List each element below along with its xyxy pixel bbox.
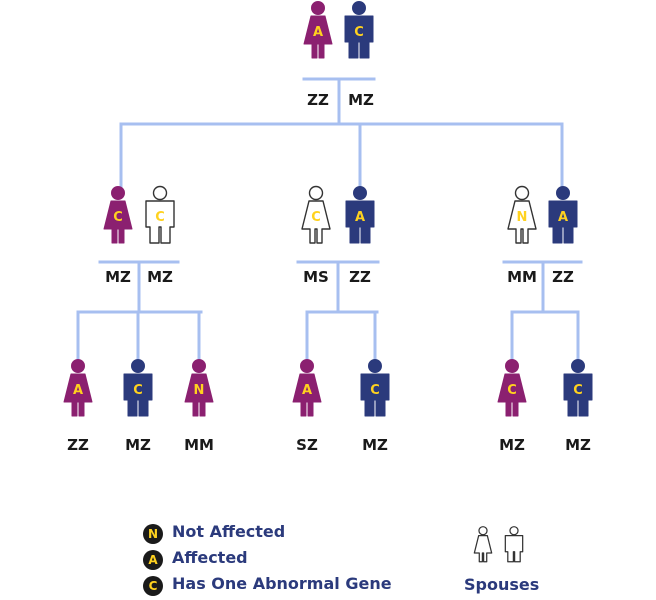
- male-body: [548, 200, 578, 244]
- genotype-child-0-0: ZZ: [67, 436, 89, 454]
- female-head: [505, 359, 519, 373]
- couple-male-1: A: [345, 186, 375, 244]
- legend-label-affected: Affected: [172, 548, 248, 567]
- child-0-2: N: [184, 359, 214, 417]
- genotype-couple-2-male: ZZ: [552, 268, 574, 286]
- status-letter: C: [507, 383, 517, 398]
- status-letter: A: [355, 210, 365, 225]
- status-letter: C: [155, 210, 165, 225]
- child-2-0: C: [497, 359, 527, 417]
- status-letter: A: [73, 383, 83, 398]
- female-head: [192, 359, 206, 373]
- legend-key-not-affected: N: [143, 524, 163, 544]
- root-female: A: [303, 1, 333, 59]
- child-0-1: C: [123, 359, 153, 417]
- spouse-female-1: C: [301, 185, 331, 244]
- male-body: [145, 200, 175, 244]
- status-letter: A: [558, 210, 568, 225]
- genotype-child-0-1: MZ: [125, 436, 151, 454]
- spouse-male-0: C: [145, 185, 175, 244]
- male-head: [368, 359, 382, 373]
- genotype-couple-0-male: MZ: [147, 268, 173, 286]
- male-body: [344, 15, 374, 59]
- male-body: [563, 373, 593, 417]
- legend-spouses-label: Spouses: [464, 575, 540, 594]
- female-head: [111, 186, 125, 200]
- female-body: [301, 200, 331, 244]
- genotype-child-1-1: MZ: [362, 436, 388, 454]
- status-letter: C: [573, 383, 583, 398]
- status-letter: N: [194, 383, 205, 398]
- child-1-0: A: [292, 359, 322, 417]
- male-body: [123, 373, 153, 417]
- genotype-root-female: ZZ: [307, 91, 329, 109]
- status-letter: C: [113, 210, 123, 225]
- legend-label-carrier: Has One Abnormal Gene: [172, 574, 392, 593]
- female-body: [63, 373, 93, 417]
- genotype-child-1-0: SZ: [296, 436, 318, 454]
- spouse-female-2: N: [507, 185, 537, 244]
- male-head: [571, 359, 585, 373]
- male-body: [360, 373, 390, 417]
- child-0-0: A: [63, 359, 93, 417]
- male-body: [345, 200, 375, 244]
- genotype-couple-1-male: ZZ: [349, 268, 371, 286]
- legend-label-not-affected: Not Affected: [172, 522, 286, 541]
- status-letter: C: [311, 210, 321, 225]
- female-body: [184, 373, 214, 417]
- status-letter: C: [354, 25, 364, 40]
- legend-key-affected: A: [143, 550, 163, 570]
- legend-spouses-icon: [473, 526, 524, 563]
- legend-key-carrier: C: [143, 576, 163, 596]
- root-male: C: [344, 1, 374, 59]
- female-body: [103, 200, 133, 244]
- female-head: [514, 185, 530, 201]
- couple-male-2: A: [548, 186, 578, 244]
- status-letter: N: [517, 210, 528, 225]
- couple-female-0: C: [103, 186, 133, 244]
- legend-female-outline: [473, 526, 493, 563]
- genotype-couple-1-female: MS: [303, 268, 329, 286]
- genotype-couple-2-female: MM: [507, 268, 537, 286]
- female-body: [303, 15, 333, 59]
- genotype-child-2-1: MZ: [565, 436, 591, 454]
- child-2-1: C: [563, 359, 593, 417]
- male-head: [353, 186, 367, 200]
- female-head: [311, 1, 325, 15]
- male-head: [352, 1, 366, 15]
- status-letter: C: [133, 383, 143, 398]
- male-head: [131, 359, 145, 373]
- genotype-child-0-2: MM: [184, 436, 214, 454]
- female-body: [507, 200, 537, 244]
- status-letter: A: [302, 383, 312, 398]
- legend-male-outline: [504, 526, 524, 563]
- genotype-couple-0-female: MZ: [105, 268, 131, 286]
- female-body: [292, 373, 322, 417]
- genotype-child-2-0: MZ: [499, 436, 525, 454]
- child-1-1: C: [360, 359, 390, 417]
- female-head: [308, 185, 324, 201]
- female-head: [300, 359, 314, 373]
- status-letter: C: [370, 383, 380, 398]
- status-letter: A: [313, 25, 323, 40]
- female-body: [497, 373, 527, 417]
- male-head: [556, 186, 570, 200]
- female-head: [71, 359, 85, 373]
- male-head: [152, 185, 168, 201]
- genotype-root-male: MZ: [348, 91, 374, 109]
